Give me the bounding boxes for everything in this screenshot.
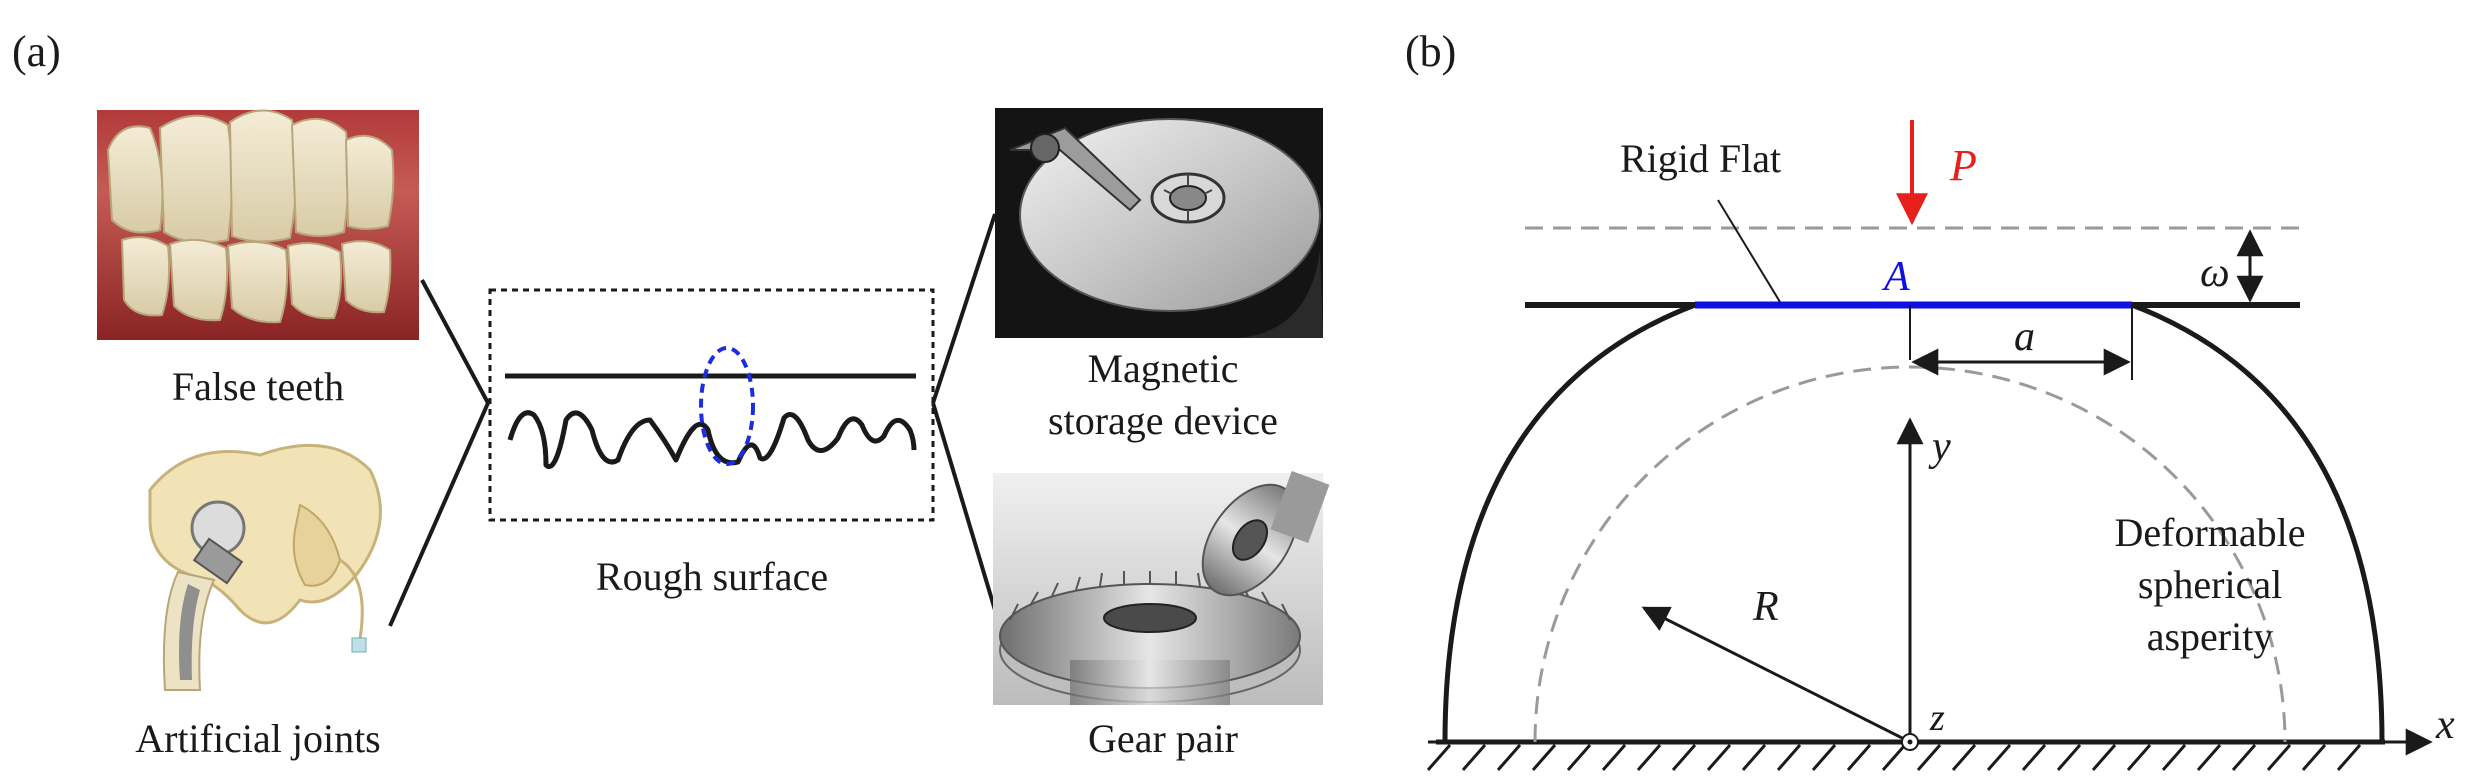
artificial-joints-caption: Artificial joints bbox=[135, 716, 381, 761]
origin-dot bbox=[1907, 739, 1913, 745]
false-teeth-caption: False teeth bbox=[172, 364, 344, 409]
hatch-mark bbox=[2126, 744, 2152, 771]
ground-hatching bbox=[1426, 744, 2362, 771]
hatch-mark bbox=[1671, 744, 1697, 771]
hatch-mark bbox=[1881, 744, 1907, 771]
hatch-mark bbox=[2336, 744, 2362, 771]
rough-surface-profile bbox=[507, 410, 917, 469]
connector-disk bbox=[931, 213, 997, 404]
interference-label: ω bbox=[2200, 250, 2230, 296]
z-axis-label: z bbox=[1929, 697, 1945, 739]
hatch-mark bbox=[2161, 744, 2187, 771]
y-axis-label: y bbox=[1928, 424, 1951, 470]
hatch-mark bbox=[2196, 744, 2222, 771]
rough-surface-caption: Rough surface bbox=[596, 554, 828, 599]
hatch-mark bbox=[1496, 744, 1522, 771]
hatch-mark bbox=[2091, 744, 2117, 771]
magnetic-caption-line2: storage device bbox=[1048, 398, 1278, 443]
hatch-mark bbox=[2056, 744, 2082, 771]
contact-radius-label: a bbox=[2014, 314, 2035, 360]
connector-teeth bbox=[420, 279, 490, 404]
radius-arrow bbox=[1641, 606, 1911, 744]
rigid-flat-leader bbox=[1717, 199, 1781, 303]
hatch-mark bbox=[1636, 744, 1662, 771]
hatch-mark bbox=[1846, 744, 1872, 771]
rough-surface-schematic bbox=[488, 288, 935, 522]
deformed-asperity-profile bbox=[1442, 302, 2385, 743]
gear-pair-photo bbox=[993, 471, 1330, 705]
connector-gear bbox=[931, 402, 997, 611]
hatch-mark bbox=[1811, 744, 1837, 771]
hatch-mark bbox=[2266, 744, 2292, 771]
hatch-mark bbox=[1426, 744, 1452, 771]
asperity-label-line3: asperity bbox=[2147, 614, 2274, 659]
hatch-mark bbox=[1741, 744, 1767, 771]
magnetic-caption-line1: Magnetic bbox=[1087, 346, 1238, 391]
hatch-mark bbox=[1461, 744, 1487, 771]
contact-area-label: A bbox=[1881, 254, 1910, 300]
rigid-flat-label: Rigid Flat bbox=[1620, 136, 1781, 181]
hatch-mark bbox=[1531, 744, 1557, 771]
panel-a: (a) False teeth bbox=[12, 27, 1330, 761]
false-teeth-photo bbox=[97, 109, 419, 340]
hatch-mark bbox=[1601, 744, 1627, 771]
load-label: P bbox=[1949, 141, 1977, 190]
hatch-mark bbox=[1986, 744, 2012, 771]
panel-a-label: (a) bbox=[12, 27, 61, 76]
artificial-joint-illustration bbox=[148, 443, 382, 691]
panel-b-label: (b) bbox=[1405, 27, 1456, 76]
undeformed-sphere-outline bbox=[1533, 365, 2287, 743]
contact-highlight-ellipse bbox=[699, 346, 755, 466]
dashed-box bbox=[488, 288, 935, 522]
hatch-mark bbox=[1916, 744, 1942, 771]
hatch-mark bbox=[2231, 744, 2257, 771]
hatch-mark bbox=[2021, 744, 2047, 771]
sphere-radius-label: R bbox=[1752, 584, 1779, 630]
hatch-mark bbox=[1566, 744, 1592, 771]
asperity-label-line2: spherical bbox=[2138, 562, 2282, 607]
hatch-mark bbox=[1951, 744, 1977, 771]
x-axis-label: x bbox=[2435, 702, 2455, 748]
panel-b: (b) Rigid Flat bbox=[1405, 27, 2455, 771]
hard-disk-photo bbox=[995, 108, 1323, 338]
hatch-mark bbox=[2301, 744, 2327, 771]
hatch-mark bbox=[1776, 744, 1802, 771]
gear-pair-caption: Gear pair bbox=[1088, 716, 1238, 761]
connector-joints bbox=[388, 402, 490, 627]
asperity-label-line1: Deformable bbox=[2114, 510, 2305, 555]
hatch-mark bbox=[1706, 744, 1732, 771]
